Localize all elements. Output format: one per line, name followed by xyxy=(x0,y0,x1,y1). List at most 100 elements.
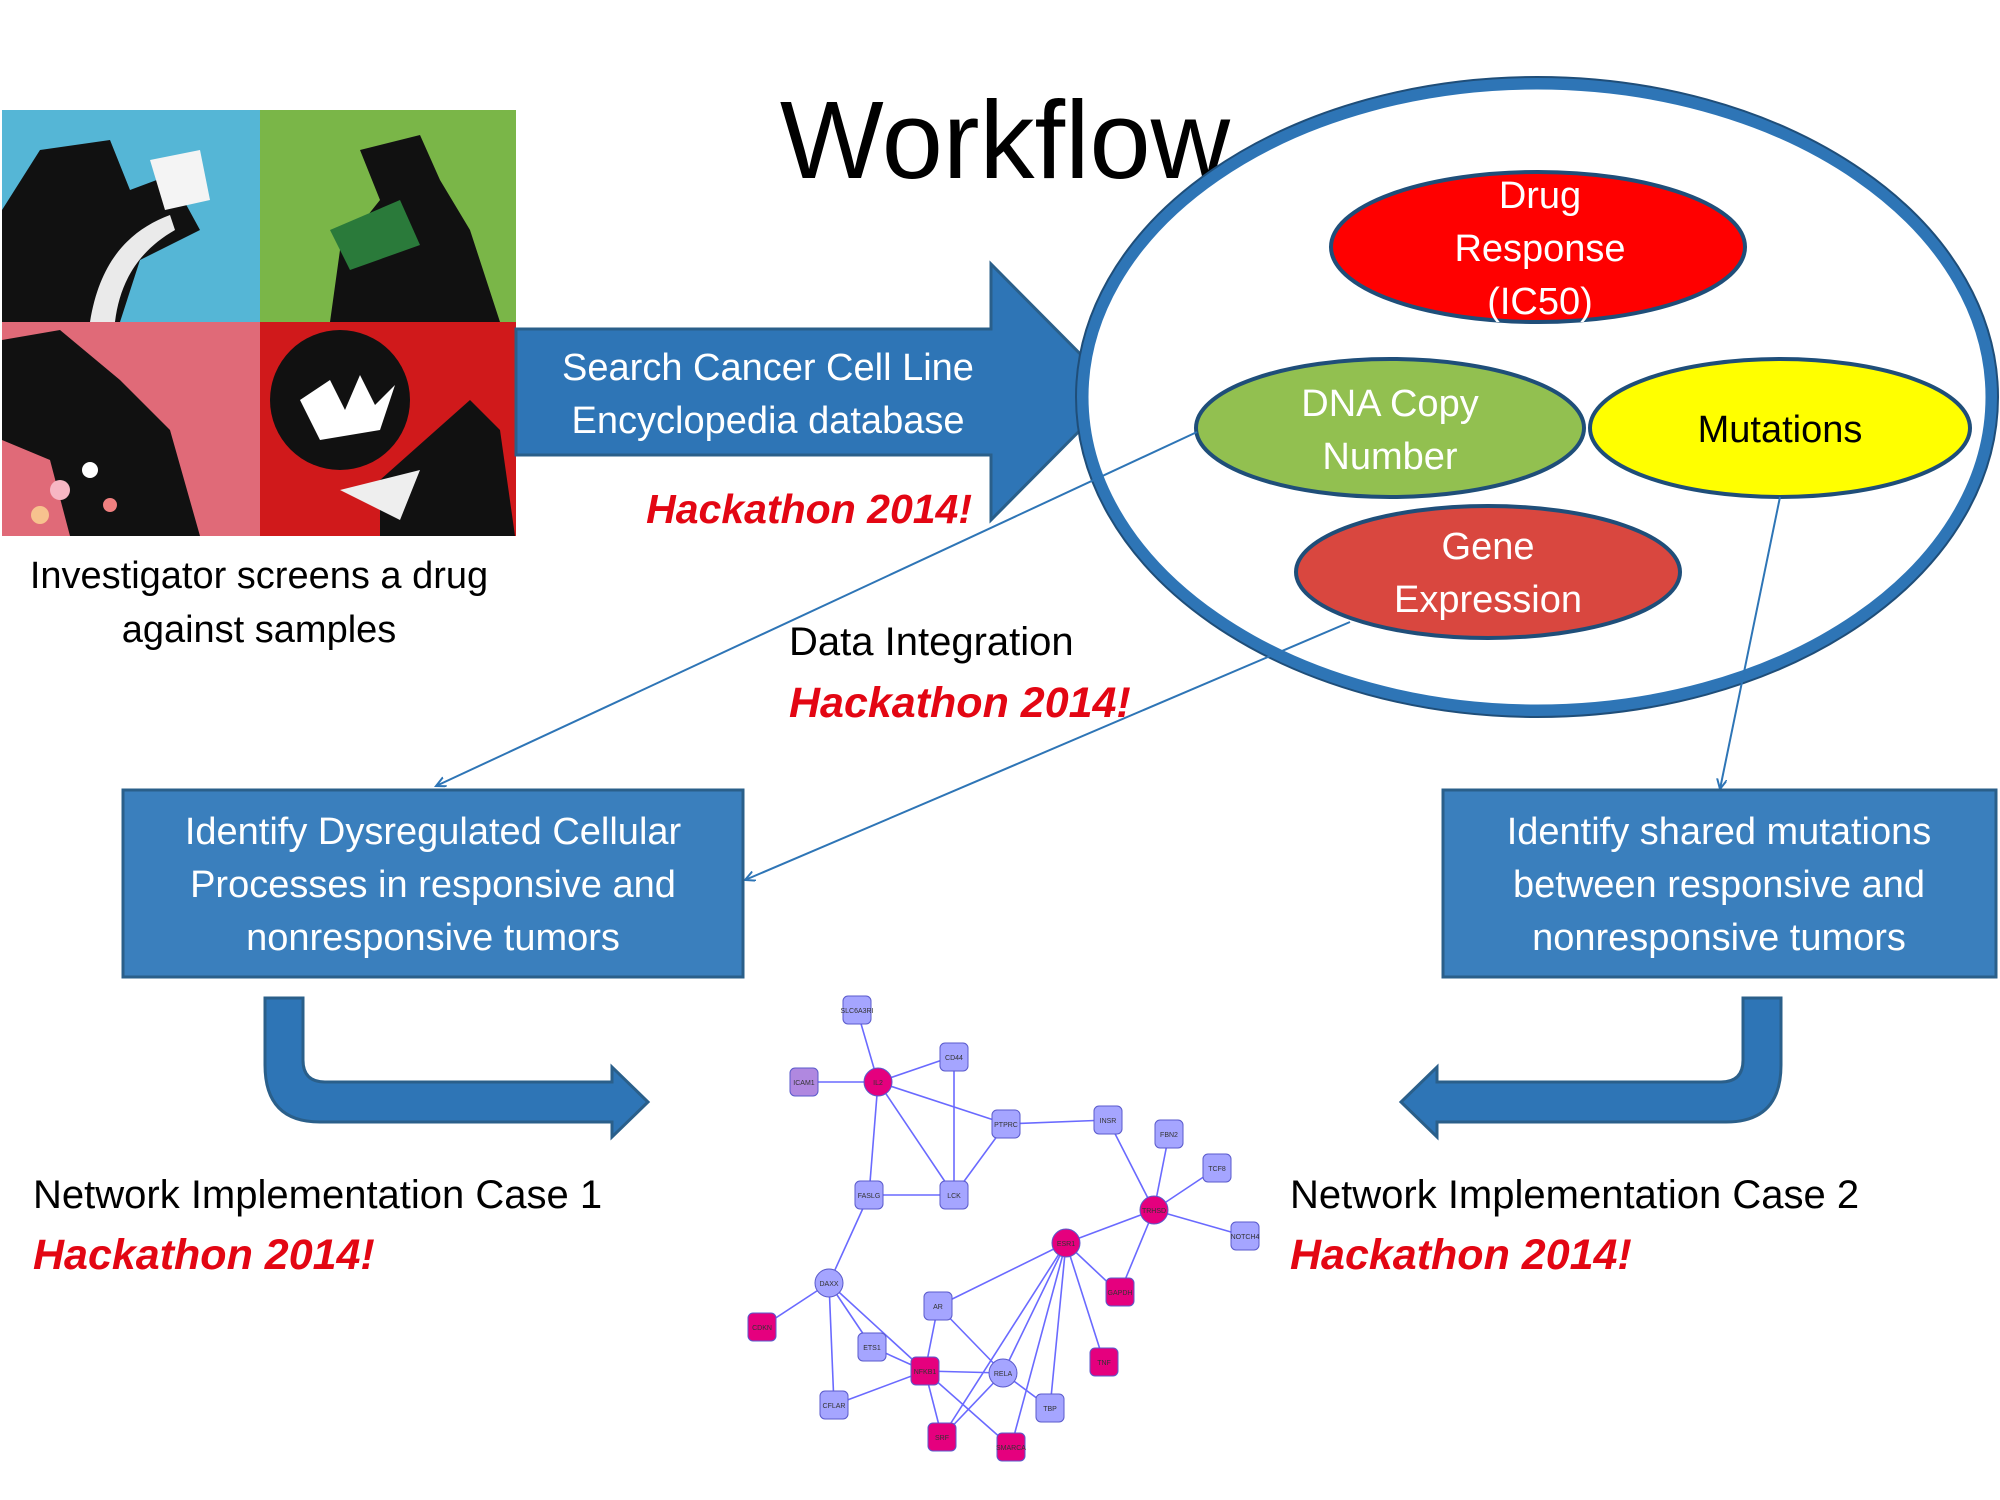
network-node-shape xyxy=(1105,1277,1135,1307)
network-node-label: RELA xyxy=(994,1371,1013,1378)
mutations-label: Mutations xyxy=(1698,409,1863,451)
drug-response-line3: (IC50) xyxy=(1487,281,1593,323)
drug-response-line1: Drug xyxy=(1499,175,1581,217)
shared-mutations-box xyxy=(1441,788,1998,979)
network-node-shape xyxy=(1035,1393,1065,1423)
case2-uturn-arrow xyxy=(1398,996,1783,1141)
case1-uturn-arrow xyxy=(263,996,651,1141)
case1-label: Network Implementation Case 1 xyxy=(33,1173,602,1217)
gene-expression-line1: Gene xyxy=(1442,526,1535,568)
network-node: RELA xyxy=(988,1358,1018,1388)
network-node: TRHSD xyxy=(1139,1195,1169,1225)
network-node-label: CDKN xyxy=(752,1325,772,1332)
dysregulated-box-line2: Processes in responsive and xyxy=(190,864,676,906)
case2-hackathon: Hackathon 2014! xyxy=(1290,1231,1632,1279)
network-node: SLC6A3RI xyxy=(840,995,874,1025)
network-node-shape xyxy=(991,1109,1021,1139)
network-node-label: CD44 xyxy=(945,1055,963,1062)
network-node-label: TRHSD xyxy=(1142,1208,1166,1215)
network-node-shape xyxy=(842,995,872,1025)
network-node-label: CFLAR xyxy=(823,1403,846,1410)
search-arrow-line2: Encyclopedia database xyxy=(572,400,965,442)
investigator-caption-line2: against samples xyxy=(122,609,397,651)
network-node: PTPRC xyxy=(991,1109,1021,1139)
network-node-label: AR xyxy=(933,1304,943,1311)
network-node: GAPDH xyxy=(1105,1277,1135,1307)
network-node-label: TBP xyxy=(1043,1406,1057,1413)
slide-title: Workflow xyxy=(780,79,1231,202)
network-node-shape xyxy=(1154,1119,1184,1149)
dna-copy-number-ellipse xyxy=(1194,357,1586,499)
data-sources-ellipse-outline xyxy=(1075,76,1999,718)
network-node: ESR1 xyxy=(1051,1228,1081,1258)
network-node-shape xyxy=(1202,1153,1232,1183)
network-node-shape xyxy=(1230,1221,1260,1251)
network-node-shape xyxy=(939,1042,969,1072)
network-node: INSR xyxy=(1093,1105,1123,1135)
search-arrow-line1: Search Cancer Cell Line xyxy=(562,347,974,389)
network-node-label: IL2 xyxy=(873,1080,883,1087)
network-node: ICAM1 xyxy=(789,1067,819,1097)
expression-to-dysregulated-arrow xyxy=(745,621,1351,880)
shared-box-line2: between responsive and xyxy=(1513,864,1925,906)
network-node-label: DAXX xyxy=(819,1281,838,1288)
case1-hackathon: Hackathon 2014! xyxy=(33,1231,375,1279)
investigator-caption-line1: Investigator screens a drug xyxy=(30,555,488,597)
network-node-label: SLC6A3RI xyxy=(840,1008,873,1015)
network-node-label: NOTCH4 xyxy=(1231,1234,1260,1241)
drug-screen-poster-image xyxy=(2,110,516,536)
network-node-label: INSR xyxy=(1100,1118,1117,1125)
network-node-label: LCK xyxy=(947,1193,961,1200)
network-node-label: TCF8 xyxy=(1208,1166,1226,1173)
network-node: SRF xyxy=(927,1422,957,1452)
network-node-label: PTPRC xyxy=(994,1122,1018,1129)
network-node: CFLAR xyxy=(819,1390,849,1420)
network-node: TNF xyxy=(1089,1347,1119,1377)
network-node-label: SRF xyxy=(935,1435,949,1442)
network-node-shape xyxy=(857,1332,887,1362)
data-integration-hackathon: Hackathon 2014! xyxy=(789,679,1131,727)
gene-expression-line2: Expression xyxy=(1394,579,1582,621)
network-node: AR xyxy=(923,1291,953,1321)
network-node-shape xyxy=(927,1422,957,1452)
network-node-label: NFKB1 xyxy=(914,1369,937,1376)
network-node-label: ICAM1 xyxy=(793,1080,815,1087)
network-node: TBP xyxy=(1035,1393,1065,1423)
network-node: SMARCA xyxy=(996,1432,1026,1462)
network-node: LCK xyxy=(939,1180,969,1210)
network-node-shape xyxy=(1139,1195,1169,1225)
network-node-shape xyxy=(819,1390,849,1420)
dna-to-dysregulated-arrow xyxy=(436,431,1198,786)
dna-copy-number-line1: DNA Copy xyxy=(1301,383,1478,425)
network-node-shape xyxy=(1089,1347,1119,1377)
data-integration-label: Data Integration xyxy=(789,620,1074,664)
mutations-to-shared-arrow xyxy=(1720,496,1781,789)
network-node-label: FASLG xyxy=(858,1193,881,1200)
network-node-shape xyxy=(854,1180,884,1210)
network-node: CD44 xyxy=(939,1042,969,1072)
network-node-shape xyxy=(910,1356,940,1386)
network-node-label: ESR1 xyxy=(1057,1241,1075,1248)
network-node-label: GAPDH xyxy=(1108,1290,1133,1297)
search-database-arrow xyxy=(514,260,1121,524)
network-node-shape xyxy=(814,1268,844,1298)
network-node-label: ETS1 xyxy=(863,1345,881,1352)
shared-box-line3: nonresponsive tumors xyxy=(1532,917,1906,959)
network-node: ETS1 xyxy=(857,1332,887,1362)
network-node: DAXX xyxy=(814,1268,844,1298)
network-node-shape xyxy=(863,1067,893,1097)
network-node: IL2 xyxy=(863,1067,893,1097)
drug-response-ellipse xyxy=(1329,170,1747,324)
search-arrow-hackathon: Hackathon 2014! xyxy=(646,486,972,532)
gene-expression-ellipse xyxy=(1294,504,1682,640)
network-node-shape xyxy=(988,1358,1018,1388)
network-node: FBN2 xyxy=(1154,1119,1184,1149)
network-node-shape xyxy=(789,1067,819,1097)
network-node: NOTCH4 xyxy=(1230,1221,1260,1251)
network-node-shape xyxy=(996,1432,1026,1462)
dysregulated-processes-box xyxy=(121,788,745,979)
dna-copy-number-line2: Number xyxy=(1322,436,1457,478)
